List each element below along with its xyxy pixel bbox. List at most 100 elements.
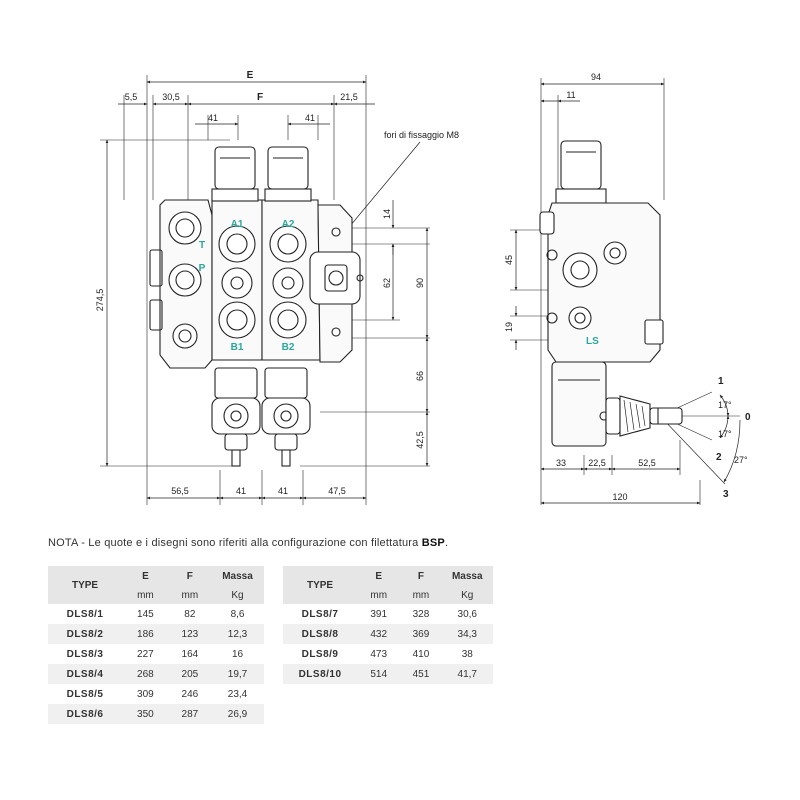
cell-type: DLS8/4: [48, 664, 123, 684]
cell-f: 287: [168, 704, 212, 724]
col-type: TYPE: [48, 566, 123, 604]
dim-30-5: 30,5: [162, 92, 180, 102]
cell-f: 205: [168, 664, 212, 684]
cell-f: 164: [168, 644, 212, 664]
side-view: [510, 78, 741, 505]
dim-90: 90: [415, 278, 425, 288]
position-0: 0: [745, 412, 751, 423]
cell-e: 227: [122, 644, 169, 664]
dim-41-top-left: 41: [208, 113, 218, 123]
cell-type: DLS8/8: [283, 624, 358, 644]
col-e: E: [357, 566, 401, 586]
col-f: F: [400, 566, 442, 586]
cell-massa: 38: [441, 644, 493, 664]
technical-drawing: E F 5,5 30,5 21,5 41 41 274,5 14 62 90 6…: [95, 70, 751, 505]
dim-14: 14: [382, 209, 392, 219]
unit-massa: Kg: [211, 586, 264, 604]
dim-120: 120: [612, 492, 627, 502]
cell-e: 268: [122, 664, 169, 684]
position-3: 3: [723, 489, 729, 500]
cell-f: 246: [168, 684, 212, 704]
port-P-label: P: [199, 263, 206, 274]
angle-17-lower: 17°: [718, 429, 732, 439]
cell-type: DLS8/9: [283, 644, 358, 664]
unit-f: mm: [168, 586, 212, 604]
dim-41-bottom-2: 41: [278, 486, 288, 496]
col-type: TYPE: [283, 566, 358, 604]
dim-11: 11: [566, 90, 575, 100]
col-massa: Massa: [441, 566, 493, 586]
front-view: [100, 75, 430, 505]
dim-274-5: 274,5: [95, 289, 105, 312]
angle-17-upper: 17°: [718, 400, 732, 410]
cell-f: 369: [400, 624, 442, 644]
cell-e: 309: [122, 684, 169, 704]
cell-type: DLS8/2: [48, 624, 123, 644]
dim-19: 19: [504, 322, 514, 332]
unit-f: mm: [400, 586, 442, 604]
dim-42-5: 42,5: [415, 431, 425, 449]
port-B2-label: B2: [282, 342, 295, 353]
cell-type: DLS8/6: [48, 704, 123, 724]
dim-41-bottom-1: 41: [236, 486, 246, 496]
port-B1-label: B1: [231, 342, 244, 353]
dim-41-top-right: 41: [305, 113, 315, 123]
side-dim-labels: 94 11 45 19 33 22,5 52,5 120 17° 17° 27°…: [504, 72, 751, 502]
dim-5-5: 5,5: [125, 92, 138, 102]
cell-f: 328: [400, 604, 442, 624]
port-A1-label: A1: [231, 219, 244, 230]
cell-e: 145: [122, 604, 169, 624]
cell-f: 451: [400, 664, 442, 684]
angle-27: 27°: [734, 455, 748, 465]
note-period: .: [444, 537, 449, 549]
cell-e: 391: [357, 604, 401, 624]
dim-66: 66: [415, 371, 425, 381]
cell-e: 350: [122, 704, 169, 724]
mounting-holes-callout: fori di fissaggio M8: [384, 130, 459, 140]
cell-f: 123: [168, 624, 212, 644]
cell-massa: 19,7: [211, 664, 264, 684]
cell-massa: 41,7: [441, 664, 493, 684]
unit-e: mm: [122, 586, 169, 604]
dim-22-5: 22,5: [588, 458, 606, 468]
cell-type: DLS8/1: [48, 604, 123, 624]
col-f: F: [168, 566, 212, 586]
dim-94: 94: [591, 72, 601, 82]
unit-massa: Kg: [441, 586, 493, 604]
cell-f: 82: [168, 604, 212, 624]
cell-massa: 8,6: [211, 604, 264, 624]
cell-e: 473: [357, 644, 401, 664]
cell-e: 432: [357, 624, 401, 644]
dim-47-5: 47,5: [328, 486, 346, 496]
note-text: NOTA - Le quote e i disegni sono riferit…: [48, 537, 419, 549]
cell-massa: 23,4: [211, 684, 264, 704]
port-A2-label: A2: [282, 219, 295, 230]
dim-21-5: 21,5: [340, 92, 358, 102]
dim-33: 33: [556, 458, 566, 468]
col-massa: Massa: [211, 566, 264, 586]
cell-massa: 30,6: [441, 604, 493, 624]
cell-type: DLS8/5: [48, 684, 123, 704]
note-bsp: BSP: [421, 537, 445, 549]
front-dim-labels: E F 5,5 30,5 21,5 41 41 274,5 14 62 90 6…: [95, 70, 459, 496]
dim-62: 62: [382, 278, 392, 288]
unit-e: mm: [357, 586, 401, 604]
position-1: 1: [718, 376, 724, 387]
dim-52-5: 52,5: [638, 458, 656, 468]
cell-massa: 16: [211, 644, 264, 664]
col-e: E: [122, 566, 169, 586]
cell-massa: 12,3: [211, 624, 264, 644]
port-T-label: T: [199, 240, 205, 251]
